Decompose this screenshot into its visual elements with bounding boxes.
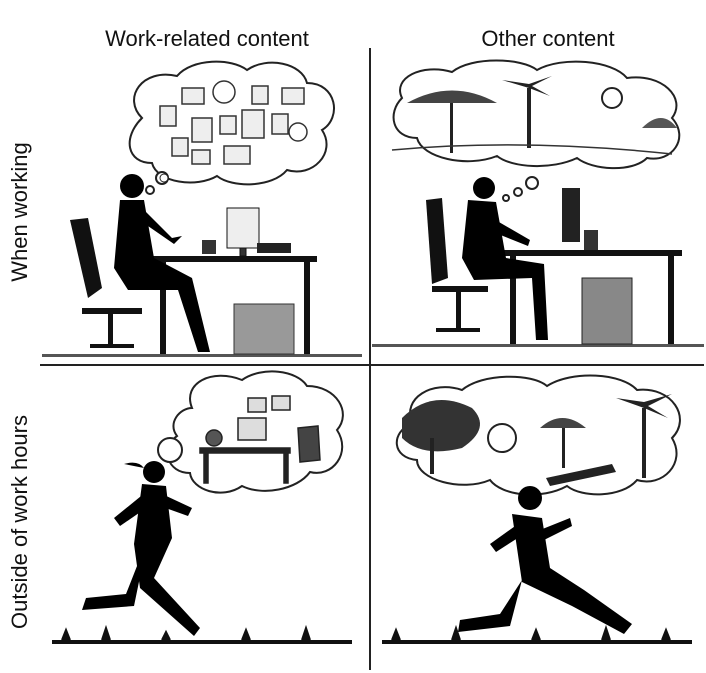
row-header-outside-work-hours: Outside of work hours [7, 415, 32, 629]
man-runner-silhouette [458, 486, 632, 634]
suitcase [581, 277, 633, 345]
office-chair [426, 198, 488, 332]
woman-silhouette [114, 173, 210, 352]
office-chair [70, 218, 142, 348]
monitor [562, 188, 580, 242]
thought-cloud [392, 59, 681, 202]
office-desk-thought [199, 395, 321, 484]
panel-working-work-content [42, 58, 367, 362]
horizontal-divider [40, 364, 704, 366]
palm-tree [527, 88, 531, 148]
sun-icon [601, 87, 623, 109]
illustration-woman-running-work-thought [52, 370, 352, 644]
desk [372, 250, 704, 347]
illustration-man-running-beach-thought [382, 374, 692, 644]
briefcase [233, 303, 295, 355]
umbrella [407, 90, 497, 103]
illustration-man-desk-beach-thought [372, 59, 704, 347]
beach-relax-scene [402, 394, 672, 486]
desk [42, 256, 362, 357]
pen-holder [584, 230, 598, 250]
grass [382, 624, 692, 644]
sun-icon [487, 423, 517, 453]
column-header-other: Other content [481, 26, 615, 51]
column-header-work-related: Work-related content [105, 26, 309, 51]
vertical-divider [369, 48, 371, 670]
beach-umbrella-icon [642, 118, 677, 128]
man-silhouette [462, 177, 548, 340]
woman-runner-silhouette [82, 461, 200, 636]
pen-holder [202, 240, 216, 254]
panel-working-other-content [372, 58, 704, 362]
panel-outside-other-content [372, 368, 704, 668]
monitor [226, 207, 260, 257]
office-icons [159, 80, 308, 165]
row-header-when-working: When working [7, 142, 32, 282]
beach-scene [391, 76, 677, 155]
tree [402, 400, 480, 452]
umbrella [540, 418, 586, 428]
illustration-woman-desk-work-thought [42, 60, 362, 357]
desk-phone [257, 243, 291, 253]
panel-outside-work-content [42, 368, 367, 668]
grass [52, 624, 352, 644]
lounge-chair [546, 464, 616, 486]
palm-tree [642, 408, 646, 478]
